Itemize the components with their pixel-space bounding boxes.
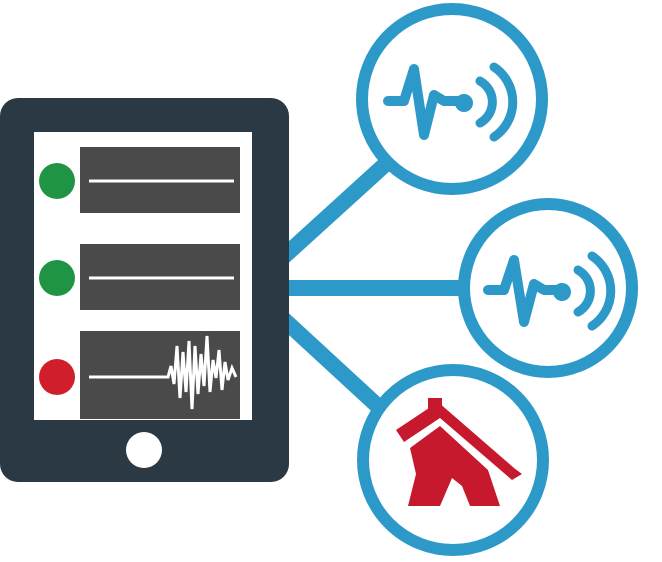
tablet-device — [0, 98, 289, 482]
damage-node-bottom — [357, 364, 549, 556]
status-row-1 — [39, 147, 240, 213]
connector-top — [272, 152, 398, 268]
connector-bottom — [272, 308, 390, 418]
seismic-signal-line — [89, 335, 238, 410]
home-button-icon[interactable] — [126, 432, 162, 468]
wireless-seismic-sensor-icon — [483, 251, 616, 331]
sensor-node-top — [356, 3, 548, 195]
connector-lines — [272, 152, 480, 418]
collapsed-house-icon — [396, 398, 522, 506]
status-ok-indicator-icon — [39, 163, 75, 199]
wireless-seismic-sensor-icon — [383, 62, 518, 142]
status-alert-indicator-icon — [39, 359, 75, 395]
status-row-3 — [39, 331, 240, 419]
signal-panel — [80, 331, 240, 419]
sensor-node-middle — [458, 198, 638, 378]
status-ok-indicator-icon — [39, 260, 75, 296]
status-row-2 — [39, 244, 240, 310]
